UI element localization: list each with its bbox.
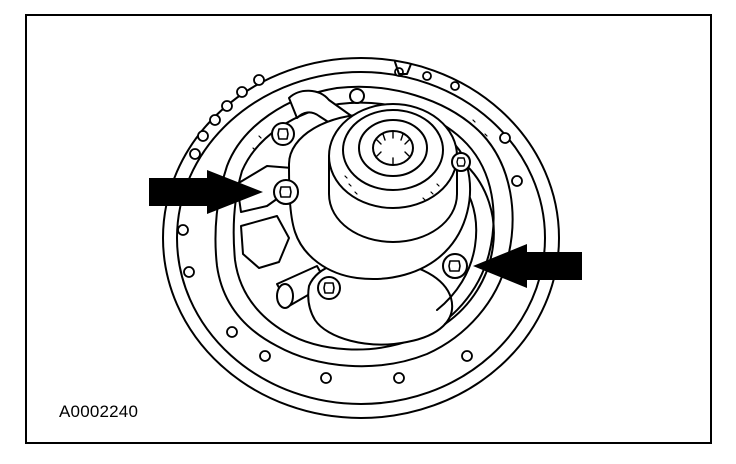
torx-bolt-right-marked [442,253,468,279]
housing-inner-rim [176,71,546,405]
right-channel [444,165,495,325]
rim-notch [394,61,412,75]
arrow-left-icon [149,170,263,214]
inner-plate-step [232,101,495,351]
hub-bore-ring [358,119,428,177]
torx-bolt-top-left [271,122,295,146]
torx-bolt-upper-right [349,88,365,104]
pump-assembly-illustration [149,57,582,419]
hub-cylinder-side [328,155,458,243]
surface-shading [252,119,488,201]
torx-bolt-left-marked [273,179,299,205]
hub-spline [376,131,410,165]
torx-bolt-right-top [451,152,471,172]
left-lower-channel [240,215,290,269]
figure-id-label: A0002240 [59,402,139,421]
hub-bore [372,130,414,166]
arrow-right-icon [473,244,582,288]
bottom-left-pipe-end [276,283,294,309]
torx-bolt-bottom [317,276,341,300]
figure-frame: A0002240 [25,14,712,444]
